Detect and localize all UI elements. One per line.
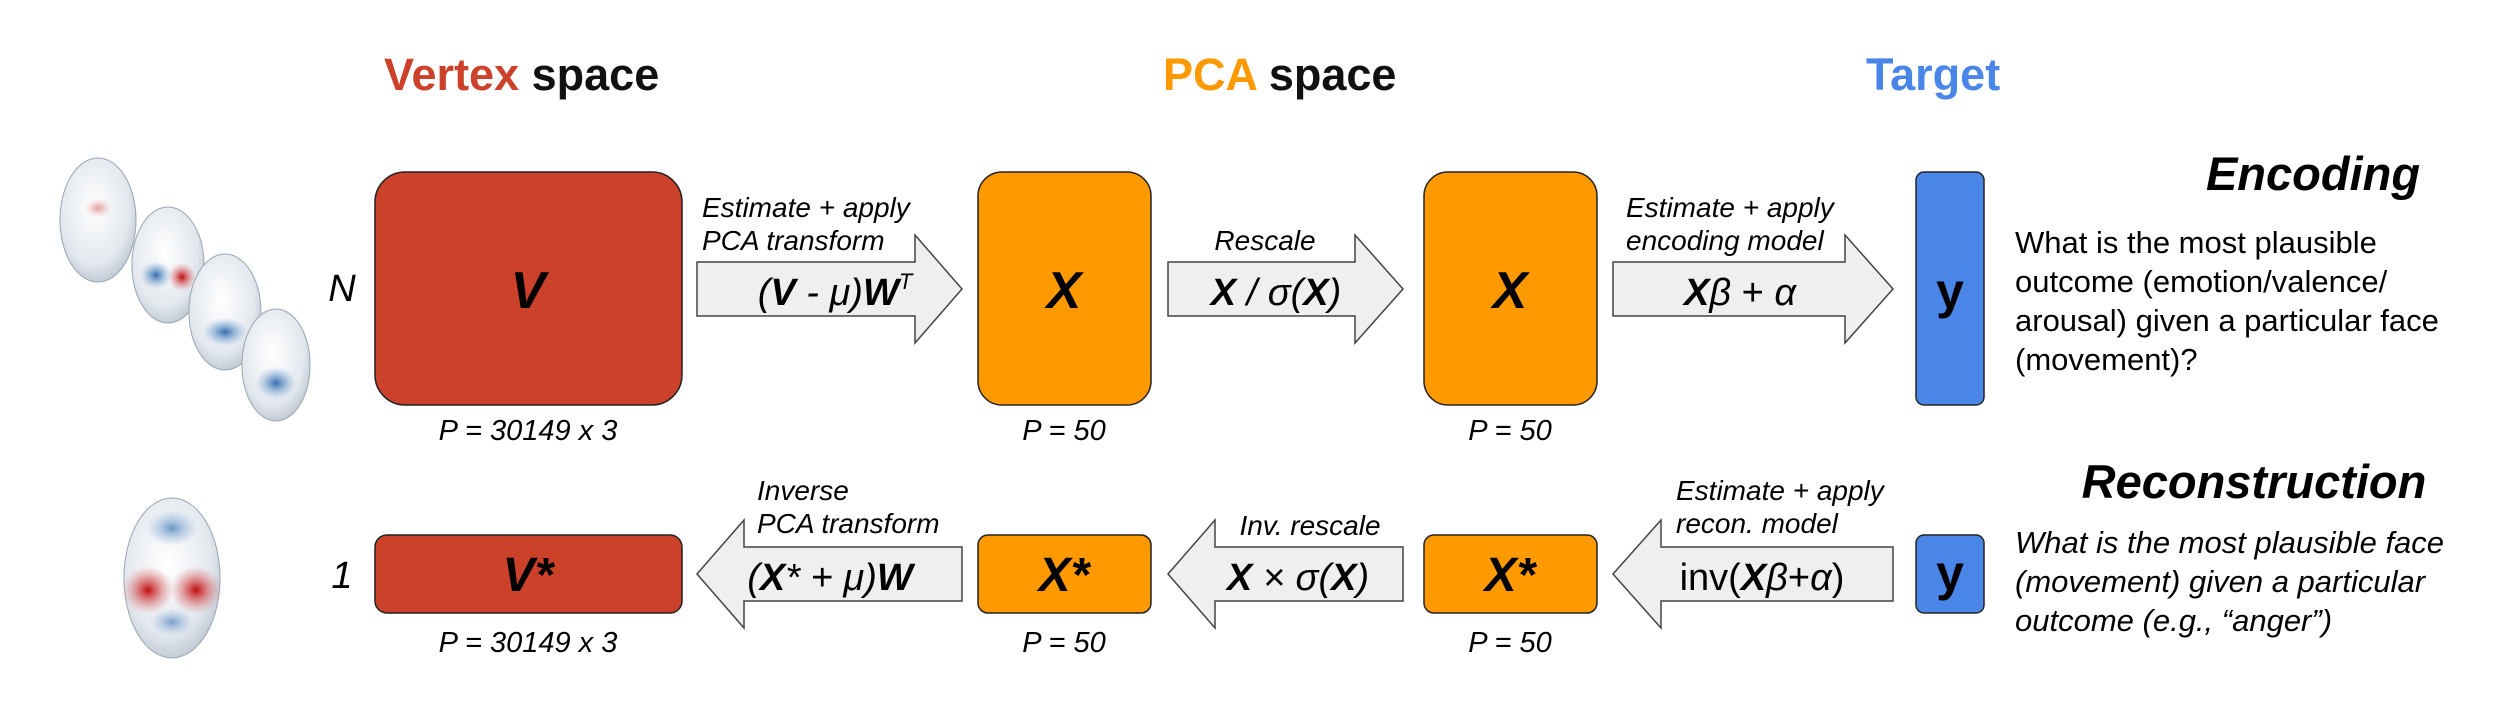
- encoding-arrow-rescale: [1167, 233, 1405, 345]
- encoding-question-line2: outcome (emotion/valence/: [2015, 264, 2388, 299]
- encoding-pca-box-2-label: X: [1490, 262, 1531, 320]
- reconstruction-pca-caption-1: P = 50: [1022, 627, 1106, 659]
- target-header: Target: [1866, 49, 2000, 100]
- reconstruction-arrow1-formula: (X* + μ)W: [747, 557, 916, 599]
- reconstruction-arrow3-label-line2: recon. model: [1676, 508, 1839, 539]
- encoding-pca-box-1-label: X: [1044, 262, 1085, 320]
- reconstruction-pca-caption-2: P = 50: [1468, 627, 1552, 659]
- encoding-target-box-label: y: [1936, 263, 1964, 319]
- reconstruction-target-box: [1915, 534, 1985, 614]
- reconstruction-arrow1-label-line2: PCA transform: [757, 508, 940, 539]
- encoding-question-line1: What is the most plausible: [2015, 225, 2377, 260]
- encoding-vertex-box-label: V: [511, 262, 550, 320]
- encoding-pca-box-2: [1423, 171, 1598, 406]
- reconstruction-target-box-label: y: [1936, 545, 1964, 601]
- encoding-title: Encoding: [2206, 147, 2420, 200]
- reconstruction-vertex-caption: P = 30149 x 3: [439, 627, 618, 659]
- encoding-arrow-pca-transform: [696, 232, 963, 346]
- reconstruction-arrow-recon-model: [1611, 518, 1894, 630]
- encoding-arrow2-formula: X / σ(X): [1209, 272, 1342, 314]
- reconstruction-question-line1: What is the most plausible face: [2015, 525, 2444, 560]
- reconstructed-face-illustration: [122, 497, 222, 659]
- encoding-question-line4: (movement)?: [2015, 342, 2198, 377]
- reconstruction-title: Reconstruction: [2082, 455, 2427, 508]
- encoding-question-line3: arousal) given a particular face: [2015, 303, 2439, 338]
- reconstruction-row-label: 1: [331, 555, 352, 597]
- encoding-arrow-encoding-model: [1612, 233, 1895, 345]
- encoding-arrow1-label-line1: Estimate + apply: [702, 192, 912, 223]
- encoding-pca-box-1: [977, 171, 1152, 406]
- encoding-arrow1-label-line2: PCA transform: [702, 225, 885, 256]
- encoding-target-box: [1915, 171, 1985, 406]
- encoding-arrow2-label: Rescale: [1214, 225, 1315, 256]
- reconstruction-pca-box-2-label: X*: [1482, 549, 1538, 602]
- reconstruction-question-line3: outcome (e.g., “anger”): [2015, 603, 2332, 638]
- encoding-arrow3-formula: Xβ + α: [1682, 272, 1797, 314]
- pca-space-header: PCA space: [1163, 49, 1396, 100]
- reconstruction-arrow3-label-line1: Estimate + apply: [1676, 475, 1886, 506]
- reconstruction-pca-box-2: [1423, 534, 1598, 614]
- encoding-row-label: N: [328, 268, 356, 310]
- reconstruction-arrow3-formula: inv(Xβ+α): [1680, 557, 1845, 599]
- reconstruction-pca-box-1: [977, 534, 1152, 614]
- encoding-vertex-caption: P = 30149 x 3: [439, 415, 618, 447]
- vertex-space-header: Vertex space: [384, 49, 659, 100]
- reconstruction-question-line2: (movement) given a particular: [2015, 564, 2427, 599]
- face-stack-illustration: [59, 157, 311, 422]
- reconstruction-arrow1-label-line1: Inverse: [757, 475, 849, 506]
- encoding-pca-caption-1: P = 50: [1022, 415, 1106, 447]
- reconstruction-vertex-box-label: V*: [503, 549, 556, 602]
- encoding-vertex-box: [374, 171, 683, 406]
- reconstruction-arrow2-formula: X × σ(X): [1225, 557, 1369, 599]
- encoding-arrow3-label-line2: encoding model: [1626, 225, 1824, 256]
- encoding-arrow3-label-line1: Estimate + apply: [1626, 192, 1836, 223]
- encoding-arrow1-formula: (V - μ)WT: [758, 269, 914, 314]
- reconstruction-pca-box-1-label: X*: [1036, 549, 1092, 602]
- reconstruction-arrow-inv-rescale: [1167, 517, 1404, 631]
- reconstruction-vertex-box: [374, 534, 683, 614]
- encoding-pca-caption-2: P = 50: [1468, 415, 1552, 447]
- reconstruction-arrow-inverse-pca: [696, 517, 963, 631]
- reconstruction-arrow2-label: Inv. rescale: [1239, 510, 1380, 541]
